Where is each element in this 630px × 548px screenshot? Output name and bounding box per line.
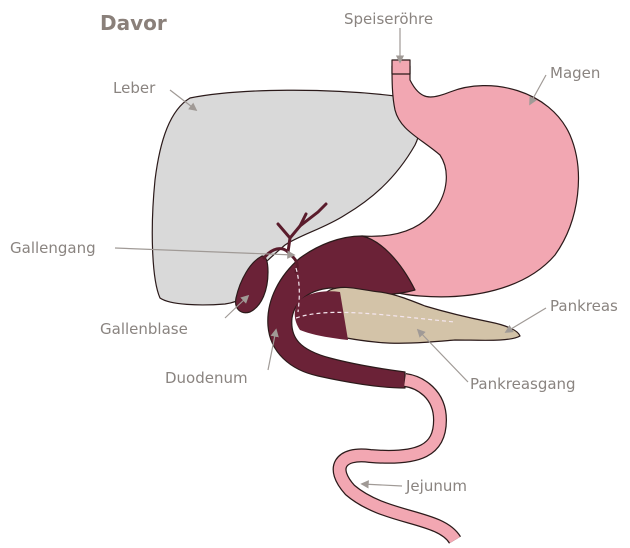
label-duodenum: Duodenum bbox=[165, 369, 248, 387]
label-leber: Leber bbox=[113, 79, 156, 97]
jejunum-fill bbox=[340, 380, 455, 540]
leader-jejunum bbox=[362, 484, 402, 486]
label-jejunum: Jejunum bbox=[405, 477, 467, 495]
label-gallengang: Gallengang bbox=[10, 239, 96, 257]
label-pankreas: Pankreas bbox=[550, 297, 618, 315]
leader-pankreas bbox=[506, 308, 546, 332]
label-pankreasgang: Pankreasgang bbox=[470, 375, 576, 393]
label-speiseroehre: Speiseröhre bbox=[344, 10, 433, 28]
label-magen: Magen bbox=[550, 64, 600, 82]
esophagus bbox=[392, 60, 410, 74]
diagram-title: Davor bbox=[100, 11, 167, 35]
label-gallenblase: Gallenblase bbox=[100, 320, 188, 338]
